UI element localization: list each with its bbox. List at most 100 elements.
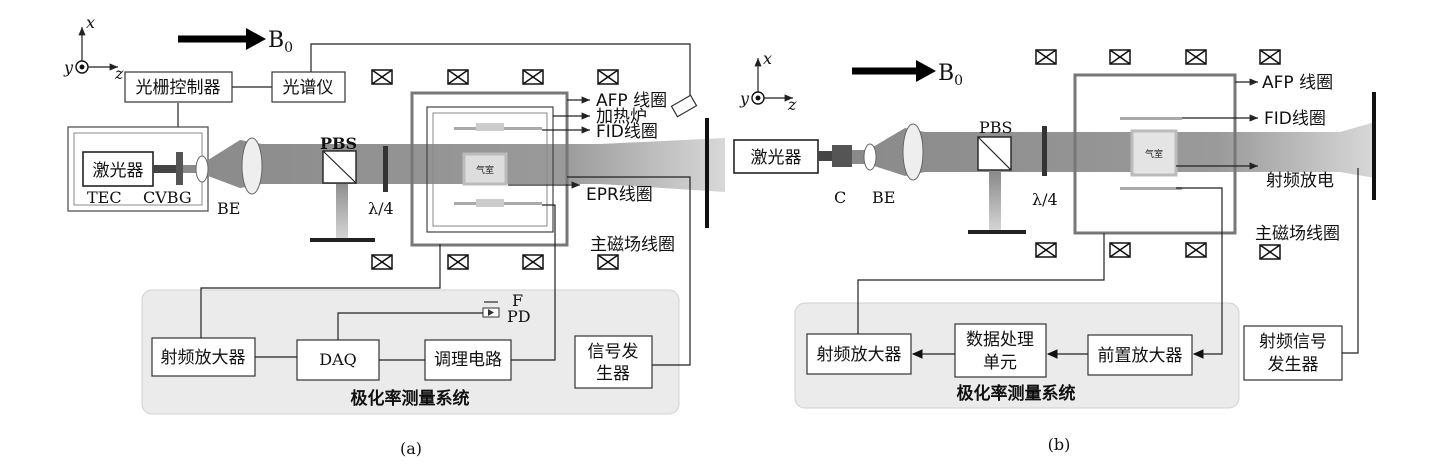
conditioning-label: 调理电路 (434, 350, 502, 370)
coil-icon (1035, 49, 1057, 65)
coil-icon (1035, 242, 1057, 258)
preamplifier-label: 前置放大器 (1098, 346, 1183, 366)
quarter-wave-label: λ/4 (368, 199, 394, 218)
quarter-wave-label: λ/4 (1032, 190, 1058, 209)
rf-amplifier-label: 射频放大器 (817, 345, 902, 365)
main-coil-frame (410, 91, 569, 247)
beam-dump (310, 238, 375, 242)
epr-coil-label: EPR线圈 (586, 185, 653, 205)
laser-beam (852, 122, 1375, 178)
coil-icon (371, 254, 393, 270)
daq-label: DAQ (319, 350, 357, 369)
fid-coil-label: FID线圈 (596, 122, 658, 142)
cvbg-element (176, 152, 183, 185)
cvbg-label: CVBG (143, 188, 192, 207)
spectrometer-box (271, 71, 346, 103)
data-processing-box (954, 323, 1047, 378)
screen (705, 118, 709, 228)
main-coil-frame (1073, 73, 1237, 235)
afp-coil-label: AFP 线圈 (596, 91, 667, 111)
axis-z-label: z (787, 95, 797, 114)
lens-large (902, 123, 924, 181)
conditioning-box (424, 339, 512, 381)
axis-x-label: x (763, 49, 772, 68)
laser-label: 激光器 (93, 161, 144, 181)
b0-arrow: B0 (178, 28, 293, 56)
data-processing-line1: 数据处理 (966, 330, 1034, 350)
rf-amplifier-label: 射频放大器 (161, 348, 246, 368)
signal-generator-box (574, 335, 653, 389)
axis-z-label: z (114, 64, 124, 83)
cell-label: 气室 (476, 164, 494, 176)
heater-label: 加热炉 (596, 107, 647, 127)
b0-label: B (268, 28, 284, 53)
laser-box (733, 139, 819, 174)
coil-icon (447, 69, 469, 85)
coil-icon (1109, 49, 1131, 65)
rf-discharge-label: 射频放电 (1266, 171, 1334, 191)
measurement-system-label: 极化率测量系统 (957, 383, 1076, 404)
preamplifier-box (1087, 334, 1193, 376)
coil-icon (447, 254, 469, 270)
coil-icon (1259, 49, 1281, 65)
b0-label: B (938, 61, 954, 86)
axis-y-label: y (739, 89, 750, 108)
panel-a: x y z B0 光栅控制器 光谱仪 激光器 TEC CVBG (63, 13, 725, 458)
measurement-system-panel (141, 289, 680, 415)
quarter-wave-plate (383, 146, 388, 192)
b0-sub: 0 (284, 40, 293, 56)
svg-text:B0: B0 (938, 61, 963, 89)
beam-dump (968, 230, 1026, 234)
panel-b: x y z B0 激光器 C BE PBS λ/4 (733, 49, 1376, 454)
coil-icon (522, 254, 544, 270)
coil-icon (522, 69, 544, 85)
rf-signal-generator-line1: 射频信号 (1259, 332, 1327, 352)
svg-text:B0: B0 (268, 28, 293, 56)
caption-a: (a) (400, 439, 422, 458)
laser-label: 激光器 (751, 148, 802, 168)
axis-icon: x y z (739, 49, 797, 114)
coil-icon (1259, 244, 1281, 260)
axis-icon: x y z (63, 13, 124, 83)
coil-icon (1185, 49, 1207, 65)
data-processing-line2: 单元 (983, 353, 1017, 373)
be-label: BE (872, 188, 895, 207)
caption-b: (b) (1048, 435, 1071, 454)
main-coil-label: 主磁场线圈 (590, 235, 675, 255)
axis-y-label: y (63, 58, 74, 77)
pbs-label: PBS (320, 134, 357, 153)
measurement-system-label: 极化率测量系统 (351, 388, 470, 409)
coil-icon (597, 254, 619, 270)
coil-icon (1109, 242, 1131, 258)
be-label: BE (217, 199, 240, 218)
grating-controller-box (124, 71, 233, 103)
filter-element (484, 301, 498, 303)
signal-generator-line2: 生器 (596, 364, 630, 384)
afp-coil-label: AFP 线圈 (1262, 73, 1333, 93)
collimator (832, 145, 852, 167)
main-coil-label: 主磁场线圈 (1255, 224, 1340, 244)
coil-icon (371, 69, 393, 85)
coil-icon (1185, 242, 1207, 258)
vapor-cell (462, 152, 508, 186)
screen (1372, 92, 1376, 200)
grating-controller-label: 光栅控制器 (136, 78, 221, 98)
signal-generator-line1: 信号发 (588, 342, 639, 362)
laser-beam (183, 138, 725, 192)
rf-signal-generator-line2: 发生器 (1268, 355, 1319, 375)
lens-large (241, 137, 263, 195)
spectrometer-label: 光谱仪 (283, 78, 334, 98)
filter-label: F (512, 291, 523, 310)
lens-small (195, 155, 209, 183)
tec-label: TEC (87, 188, 122, 207)
vapor-cell (1130, 129, 1178, 177)
rf-amplifier-box (806, 333, 912, 375)
pbs-label: PBS (979, 118, 1012, 137)
b0-arrow: B0 (852, 60, 963, 89)
rf-amplifier-box (151, 337, 256, 377)
fid-coil-label: FID线圈 (1264, 109, 1326, 129)
daq-box (296, 339, 380, 381)
heater-frame (426, 106, 554, 233)
cell-label: 气室 (1145, 148, 1163, 160)
